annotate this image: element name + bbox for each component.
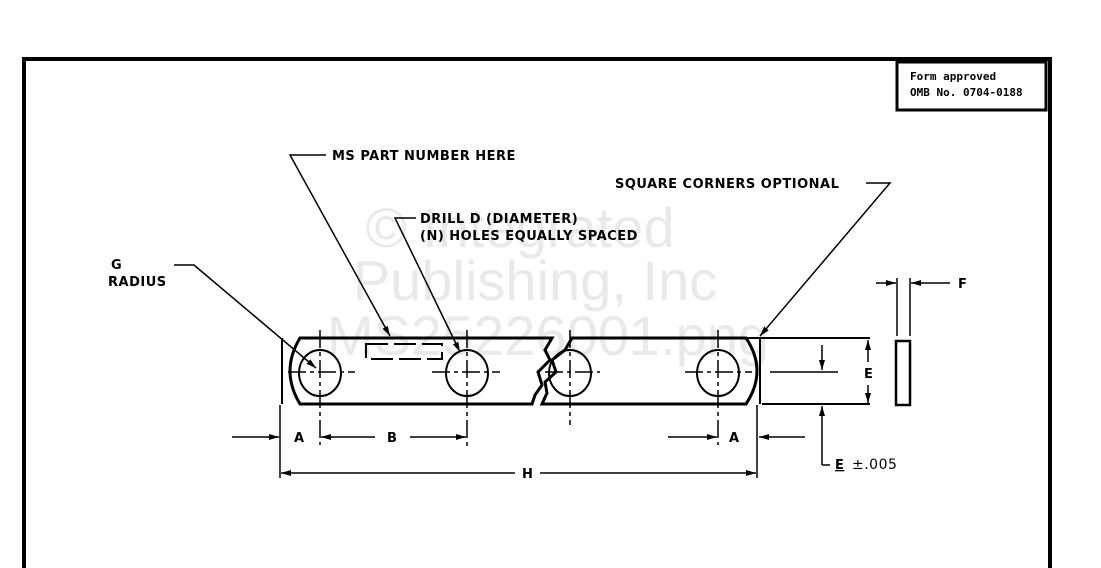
drawing-frame bbox=[22, 57, 1052, 568]
part-number-marking-area bbox=[365, 343, 443, 360]
dim-e-tolerance-value: ±.005 bbox=[852, 457, 897, 473]
dim-e-tolerance-letter: E bbox=[835, 458, 844, 473]
watermark: © Integrated Publishing, Inc MS25226001.… bbox=[327, 196, 769, 367]
dim-a-right: A bbox=[729, 431, 740, 446]
side-view bbox=[894, 339, 912, 407]
dim-h: H bbox=[522, 467, 533, 482]
dim-e: E bbox=[864, 367, 873, 382]
square-corners-callout: SQUARE CORNERS OPTIONAL bbox=[615, 177, 839, 192]
svg-text:Form approved: Form approved bbox=[910, 70, 996, 83]
leader-lines bbox=[174, 154, 892, 369]
centerlines bbox=[288, 330, 838, 450]
svg-text:OMB No. 0704-0188: OMB No. 0704-0188 bbox=[910, 86, 1023, 99]
radius-callout-line2: RADIUS bbox=[108, 275, 167, 290]
drill-callout-line2: (N) HOLES EQUALLY SPACED bbox=[420, 229, 638, 244]
dimension-lines bbox=[232, 278, 950, 478]
radius-callout-line1: G bbox=[111, 258, 122, 273]
link-bar bbox=[281, 336, 870, 406]
form-approval-box bbox=[895, 60, 1048, 112]
svg-text:© Integrated: © Integrated bbox=[365, 196, 674, 259]
part-number-callout: MS PART NUMBER HERE bbox=[332, 149, 516, 164]
drill-callout-line1: DRILL D (DIAMETER) bbox=[420, 212, 578, 227]
dim-f: F bbox=[958, 277, 967, 292]
dim-b: B bbox=[387, 431, 397, 446]
dim-a-left: A bbox=[294, 431, 305, 446]
svg-text:Publishing, Inc: Publishing, Inc bbox=[353, 249, 717, 312]
